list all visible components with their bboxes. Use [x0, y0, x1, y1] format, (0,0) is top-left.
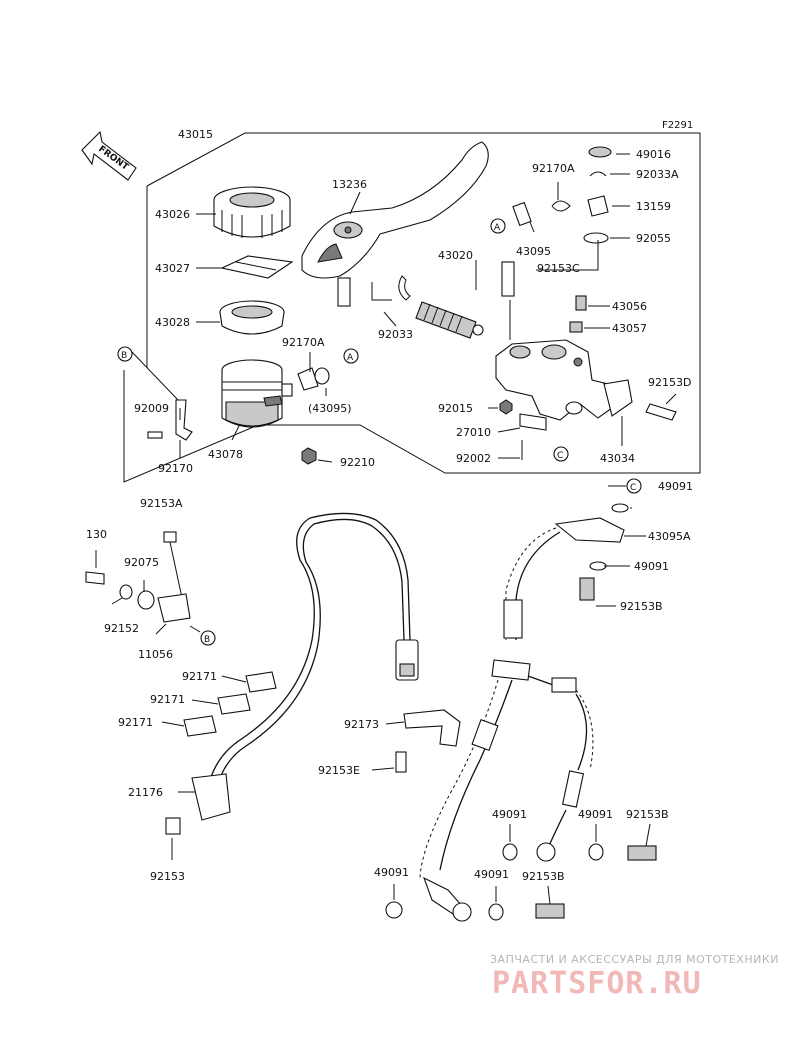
- part-label: 43056: [612, 300, 647, 313]
- part-label: 43095A: [648, 530, 691, 543]
- part-label: 21176: [128, 786, 163, 799]
- callout-C-bottom: C: [626, 478, 642, 494]
- part-label: 92170: [158, 462, 193, 475]
- brake-hoses: [385, 485, 657, 922]
- callout-A-right: A: [343, 348, 359, 364]
- reservoir-bracket: [147, 367, 330, 465]
- part-label: 49091: [578, 808, 613, 821]
- clutch-hose: [165, 512, 419, 860]
- hose-clamps: [161, 671, 277, 737]
- part-label: 43028: [155, 316, 190, 329]
- part-label: 92153E: [318, 764, 360, 777]
- callout-C-top: C: [553, 446, 569, 462]
- callout-B-bottom: B: [200, 630, 216, 646]
- part-label: 92153A: [140, 497, 183, 510]
- svg-text:B: B: [121, 351, 127, 361]
- part-label: 49016: [636, 148, 671, 161]
- watermark-logo: PARTSFOR.RU: [492, 966, 702, 1001]
- switch-bracket-group: [85, 531, 201, 635]
- part-label: 92170A: [282, 336, 325, 349]
- part-label: 49091: [374, 866, 409, 879]
- svg-text:A: A: [494, 223, 501, 233]
- part-label: 43015: [178, 128, 213, 141]
- part-label: 92153C: [537, 262, 580, 275]
- watermark-tagline: ЗАПЧАСТИ И АКСЕССУАРЫ ДЛЯ МОТОТЕХНИКИ: [490, 953, 779, 966]
- part-label: 92153B: [522, 870, 565, 883]
- part-label: 92002: [456, 452, 491, 465]
- part-label: 92171: [150, 693, 185, 706]
- part-label: 92033: [378, 328, 413, 341]
- part-label: 92153B: [620, 600, 663, 613]
- part-label: 92153: [150, 870, 185, 883]
- part-label: 27010: [456, 426, 491, 439]
- part-label: 11056: [138, 648, 173, 661]
- part-label: 43078: [208, 448, 243, 461]
- part-label: 92210: [340, 456, 375, 469]
- part-label: 13159: [636, 200, 671, 213]
- part-label: 43026: [155, 208, 190, 221]
- part-labels: 43015 43026 43027 43028 13236 43020 9203…: [86, 128, 693, 883]
- part-label: 49091: [474, 868, 509, 881]
- part-label: 92153B: [626, 808, 669, 821]
- part-label: 49091: [658, 480, 693, 493]
- reservoir-diaphragm: [219, 300, 285, 335]
- front-arrow-icon: FRONT: [81, 130, 137, 181]
- part-label: 92033A: [636, 168, 679, 181]
- part-label: 92170A: [532, 162, 575, 175]
- part-label: 13236: [332, 178, 367, 191]
- part-label: 92075: [124, 556, 159, 569]
- svg-text:B: B: [204, 635, 210, 645]
- part-label: 92055: [636, 232, 671, 245]
- part-label: 92009: [134, 402, 169, 415]
- part-label: 43027: [155, 262, 190, 275]
- hose-bracket: [371, 709, 461, 773]
- part-label: 43034: [600, 452, 635, 465]
- part-label: 49091: [634, 560, 669, 573]
- part-label: 92152: [104, 622, 139, 635]
- piston-kit: [398, 275, 484, 339]
- svg-text:A: A: [347, 353, 354, 363]
- part-label: 92153D: [648, 376, 691, 389]
- leader-lines-top: [131, 153, 677, 463]
- part-label: 43095: [516, 245, 551, 258]
- part-label: 43020: [438, 249, 473, 262]
- part-label: 92173: [344, 718, 379, 731]
- figure-code: F2291: [662, 120, 693, 131]
- reservoir-cap: [213, 186, 291, 238]
- part-label: 92171: [182, 670, 217, 683]
- assembly-outline: [123, 132, 701, 483]
- top-hardware: [499, 146, 677, 460]
- svg-text:C: C: [630, 483, 636, 493]
- part-label: 92015: [438, 402, 473, 415]
- part-label: 49091: [492, 808, 527, 821]
- callout-A-left: A: [490, 218, 506, 234]
- part-label: 43057: [612, 322, 647, 335]
- reservoir-plate: [220, 255, 294, 279]
- callout-B-top: B: [117, 346, 133, 362]
- reservoir-body: [221, 359, 293, 428]
- svg-text:C: C: [557, 451, 563, 461]
- brake-lever: [301, 141, 489, 307]
- master-cylinder-body: [495, 339, 633, 421]
- part-label: 92171: [118, 716, 153, 729]
- part-label: (43095): [308, 402, 352, 415]
- part-label: 130: [86, 528, 107, 541]
